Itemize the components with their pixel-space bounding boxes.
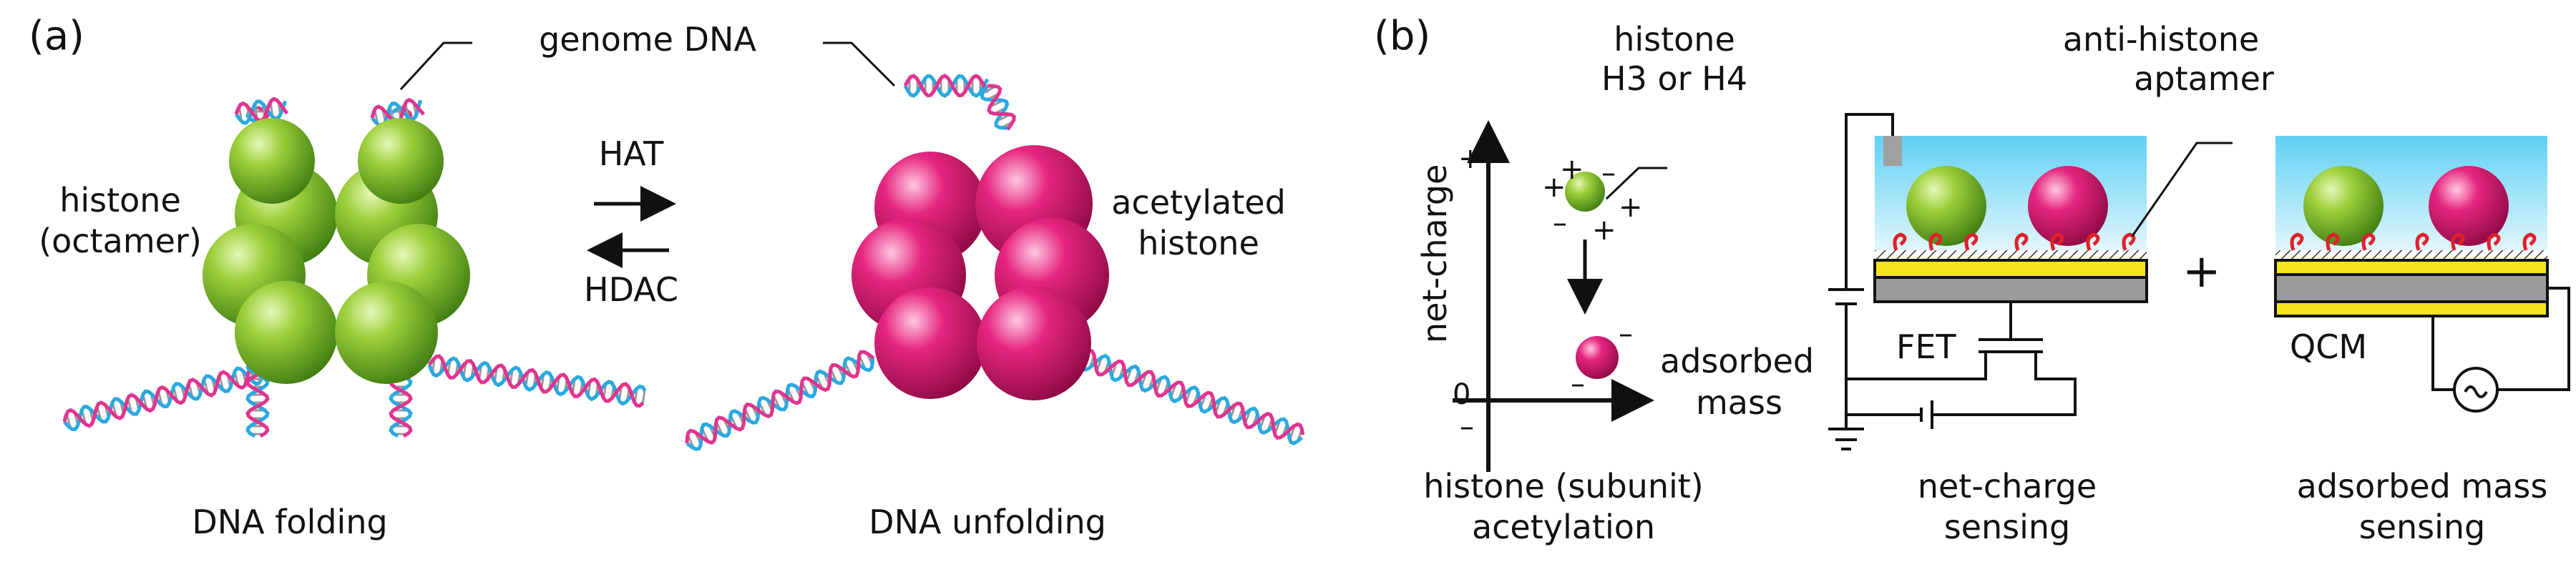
- adsorbed-label-line2: mass: [1696, 383, 1782, 422]
- caption-dna-unfolding: DNA unfolding: [869, 503, 1106, 541]
- dna-helix-segment: [685, 350, 875, 451]
- dna-helix-segment: [903, 74, 990, 98]
- charge-plus-1: +: [1560, 153, 1584, 186]
- panel-a: [62, 41, 1305, 451]
- aptamer-leader: [2131, 142, 2233, 237]
- histone-label-line1: histone: [59, 181, 181, 220]
- hdac-label: HDAC: [584, 270, 678, 309]
- genome-dna-leader-left: [399, 41, 472, 91]
- charge-minus-4: –: [1571, 368, 1585, 400]
- fet-label: FET: [1896, 327, 1956, 366]
- caption-net-charge-line2: sensing: [1943, 508, 2071, 546]
- dna-helix-segment: [980, 84, 1016, 131]
- aptamer-label-line1: anti-histone: [2062, 20, 2260, 59]
- acetylated-label-line1: acetylated: [1111, 183, 1286, 222]
- histone-label-line2: (octamer): [39, 222, 202, 260]
- charge-plus-3: +: [1592, 214, 1616, 247]
- histone-leader: [1605, 167, 1667, 200]
- dna-helix-segment: [1078, 349, 1305, 445]
- hat-label: HAT: [598, 134, 664, 173]
- genome-dna-leader-right: [823, 41, 896, 87]
- caption-net-charge-line1: net-charge: [1917, 467, 2097, 506]
- x-axis-label-line1: histone (subunit): [1423, 467, 1704, 506]
- charge-plus-2: +: [1542, 171, 1566, 204]
- plus-join: +: [2182, 245, 2221, 298]
- charge-minus-2: –: [1553, 207, 1567, 240]
- qcm-sensor: [2274, 136, 2570, 413]
- fet-sensor: [1873, 136, 2148, 303]
- genome-dna-label: genome DNA: [539, 20, 756, 59]
- dna-helix-segment: [62, 362, 268, 432]
- charge-plus-4: +: [1619, 191, 1643, 224]
- qcm-label: QCM: [2290, 327, 2368, 366]
- y-axis-zero: 0: [1453, 378, 1471, 411]
- histone-octamer-green: [203, 118, 470, 384]
- histone-h3h4-line1: histone: [1614, 20, 1735, 59]
- charge-minus-3: –: [1619, 317, 1633, 350]
- x-axis-label-line2: acetylation: [1471, 508, 1656, 546]
- histone-acetylated-magenta: [852, 145, 1109, 400]
- charge-minus-1: –: [1601, 157, 1616, 189]
- y-axis-label: net-charge: [1415, 164, 1454, 343]
- fet-circuit: [1828, 113, 2077, 450]
- caption-adsorbed-mass-line1: adsorbed mass: [2296, 467, 2548, 506]
- acetylated-label-line2: histone: [1138, 224, 1259, 262]
- histone-h3h4-line2: H3 or H4: [1601, 59, 1748, 98]
- histone-green-small: [1565, 172, 1605, 212]
- caption-adsorbed-mass-line2: sensing: [2358, 508, 2486, 546]
- y-axis-plus: +: [1458, 142, 1483, 175]
- histone-magenta-small: [1576, 336, 1619, 379]
- caption-dna-folding: DNA folding: [192, 503, 388, 541]
- panel-b-label: (b): [1374, 13, 1431, 59]
- aptamer-label-line2: aptamer: [2134, 59, 2274, 98]
- y-axis-minus: –: [1460, 410, 1474, 443]
- adsorbed-label-line1: adsorbed: [1660, 342, 1815, 380]
- panel-a-label: (a): [29, 13, 85, 59]
- dna-helix-segment: [427, 354, 647, 408]
- panel-b: [1453, 113, 2570, 472]
